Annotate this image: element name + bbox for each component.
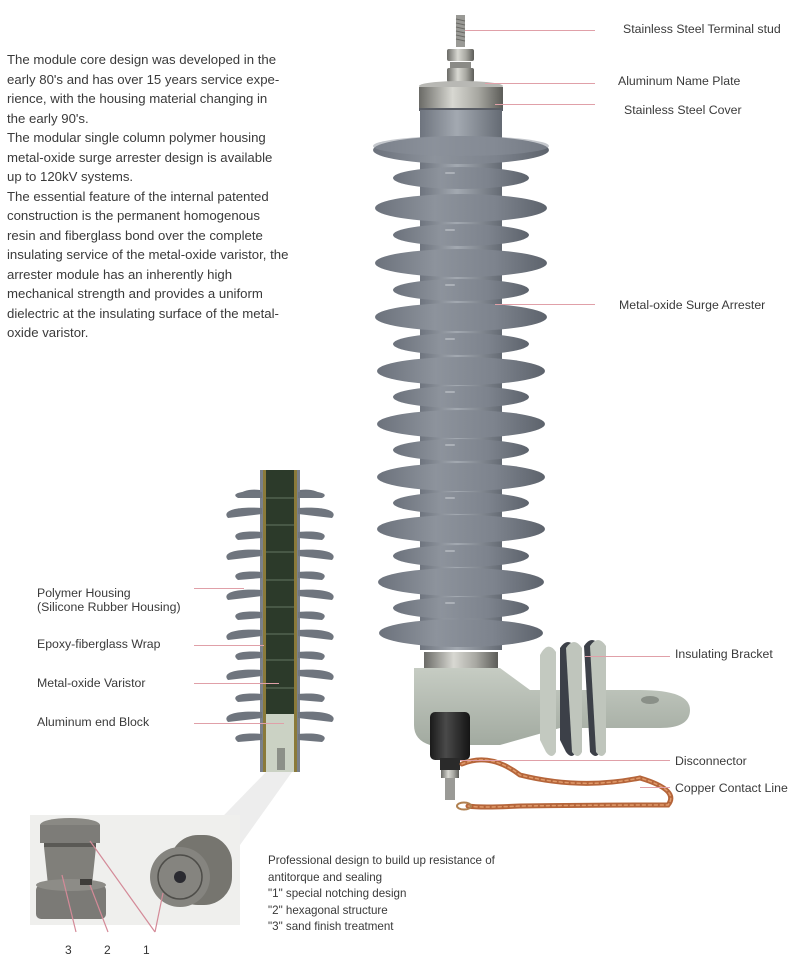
desc-line: antitorque and sealing <box>268 870 383 884</box>
leader-cover <box>495 104 595 105</box>
leader-name-plate <box>485 83 595 84</box>
label-terminal-stud: Stainless Steel Terminal stud <box>623 22 781 36</box>
intro-line: metal-oxide surge arrester design is ava… <box>7 149 273 165</box>
label-varistor: Metal-oxide Varistor <box>37 676 146 690</box>
label-polymer-housing: Polymer Housing (Silicone Rubber Housing… <box>37 586 181 614</box>
intro-line: mechanical strength and provides a unifo… <box>7 286 263 301</box>
label-wrap: Epoxy-fiberglass Wrap <box>37 637 161 651</box>
insulating-bracket <box>414 640 690 756</box>
leader-disconnector <box>460 760 670 761</box>
leader-housing <box>194 588 244 589</box>
leader-end-block <box>194 723 284 724</box>
label-line: (Silicone Rubber Housing) <box>37 600 181 614</box>
leader-wrap <box>194 645 264 646</box>
label-end-block: Aluminum end Block <box>37 715 150 729</box>
intro-description: The module core design was developed in … <box>7 50 342 343</box>
desc-line: "2" hexagonal structure <box>268 903 388 917</box>
intro-line: The modular single column polymer housin… <box>7 130 266 145</box>
label-bracket: Insulating Bracket <box>675 647 773 661</box>
leader-copper-line <box>640 787 670 788</box>
marker-3: 3 <box>65 943 72 957</box>
label-name-plate: Aluminum Name Plate <box>618 74 741 88</box>
label-cover: Stainless Steel Cover <box>624 103 742 117</box>
intro-line: resin and fiberglass bond over the compl… <box>7 227 263 243</box>
sectioned-arrester <box>226 470 334 772</box>
leader-arrester <box>495 304 595 305</box>
intro-line: The essential feature of the internal pa… <box>7 188 269 204</box>
section-sheds <box>226 491 334 742</box>
intro-line: up to 120kV systems. <box>7 169 134 184</box>
leader-bracket <box>585 656 670 657</box>
label-copper-line: Copper Contact Line <box>675 781 788 795</box>
intro-line: early 80's and has over 15 years service… <box>7 71 280 87</box>
label-disconnector: Disconnector <box>675 754 747 768</box>
end-block-description: Professional design to build up resistan… <box>268 853 495 936</box>
leader-varistor <box>194 683 279 684</box>
intro-line: the early 90's. <box>7 110 89 126</box>
marker-2: 2 <box>104 943 111 957</box>
leader-terminal-stud <box>465 30 595 31</box>
desc-line: "1" special notching design <box>268 887 407 900</box>
end-block-photo <box>30 815 240 933</box>
disconnector <box>430 712 470 800</box>
copper-contact-line <box>456 757 674 811</box>
label-arrester: Metal-oxide Surge Arrester <box>619 298 766 312</box>
intro-line: dielectric at the insulating surface of … <box>7 305 279 321</box>
intro-line: insulating service of the metal-oxide va… <box>7 247 289 262</box>
housing-sheds <box>373 136 549 647</box>
intro-line: arrester module has an inherently high <box>7 266 233 282</box>
stainless-steel-cover <box>419 81 503 111</box>
intro-line: construction is the permanent homogenous <box>7 208 260 223</box>
marker-1: 1 <box>143 943 150 957</box>
desc-line: Professional design to build up resistan… <box>268 854 495 867</box>
intro-line: oxide varistor. <box>7 325 89 340</box>
label-line: Polymer Housing <box>37 586 131 600</box>
intro-line: rience, with the housing material changi… <box>7 91 268 106</box>
intro-line: The module core design was developed in … <box>7 52 277 67</box>
desc-line: "3" sand finish treatment <box>268 920 394 933</box>
terminal-stud <box>447 15 474 82</box>
